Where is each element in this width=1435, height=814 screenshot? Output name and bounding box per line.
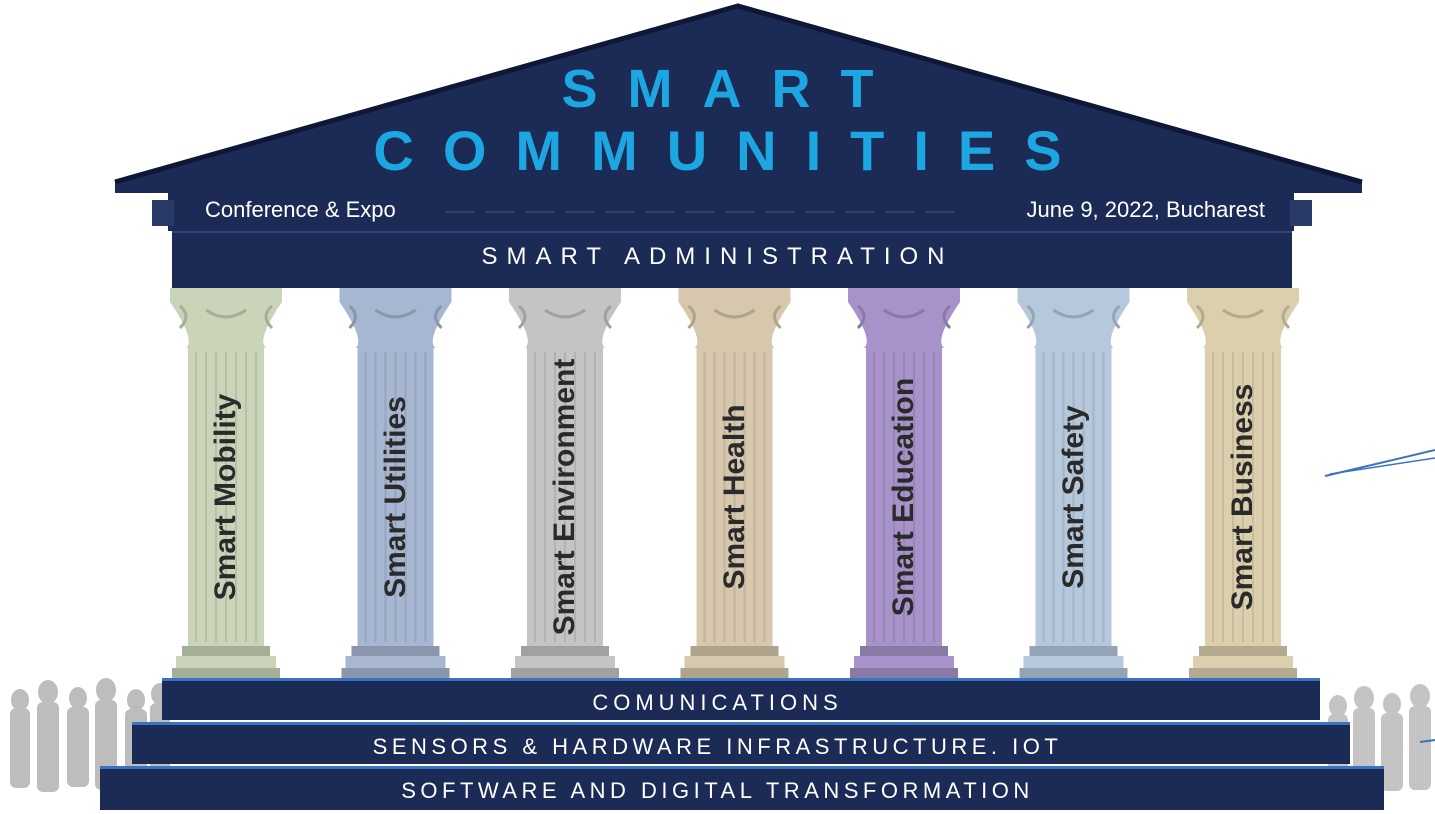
- title-line-1: SMART: [561, 59, 904, 119]
- event-date-label: June 9, 2022, Bucharest: [1026, 197, 1266, 222]
- pillar-3: [509, 288, 621, 678]
- pillar-label: Smart Safety: [1056, 405, 1090, 589]
- pillar-label: Smart Utilities: [378, 396, 412, 598]
- pillar-label: Smart Health: [717, 404, 751, 590]
- step-label-software: SOFTWARE AND DIGITAL TRANSFORMATION: [401, 778, 1034, 803]
- pillars-group: [170, 288, 1299, 678]
- administration-label: SMART ADMINISTRATION: [481, 243, 954, 270]
- step-label-communications: COMUNICATIONS: [592, 690, 843, 715]
- step-top: [162, 678, 1320, 720]
- pillar-label: Smart Mobility: [209, 393, 242, 601]
- pillar-1: [170, 288, 282, 678]
- event-type-label: Conference & Expo: [205, 197, 396, 222]
- pillar-6: [1017, 288, 1130, 678]
- pillar-7: [1187, 288, 1299, 678]
- pillar-2: [339, 288, 452, 678]
- pillar-label: Smart Environment: [548, 358, 581, 636]
- pillar-label: Smart Education: [887, 377, 920, 617]
- step-middle: [132, 722, 1350, 764]
- title-line-2: COMMUNITIES: [373, 119, 1091, 182]
- administration-beam: [172, 231, 1292, 288]
- step-label-sensors: SENSORS & HARDWARE INFRASTRUCTURE. IOT: [372, 734, 1063, 759]
- pediment-roof: [115, 6, 1362, 193]
- pillar-4: [678, 288, 791, 678]
- pillar-5: [848, 288, 960, 678]
- step-bottom: [100, 766, 1384, 810]
- annotation-line-upper-2: [1329, 457, 1435, 475]
- pillar-label: Smart Business: [1226, 383, 1259, 611]
- annotation-line-lower: [1419, 739, 1435, 743]
